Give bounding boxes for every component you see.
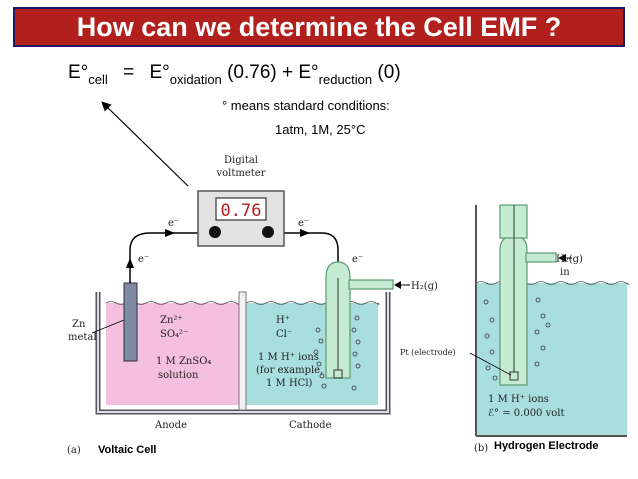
electron-label-top-right: e⁻ [298, 218, 309, 229]
h-volt-label: ℰ° = 0.000 volt [488, 408, 564, 419]
h2-gas-label: H₂(g) [411, 281, 438, 292]
cathode-solution-line3: 1 M HCl) [266, 378, 313, 389]
voltmeter-terminal-left [209, 226, 221, 238]
cathode-solution-line2: (for example, [256, 365, 323, 376]
left-wire [129, 232, 205, 283]
voltmeter-display [215, 197, 267, 221]
h-electrode-bubbles [483, 297, 551, 381]
voltmeter-reading: 0.76 [221, 201, 262, 221]
zinc-electrode [123, 282, 138, 362]
e-ox-symbol: E° [149, 62, 170, 83]
electron-flow-arrow-left [126, 258, 134, 268]
h2-in-arrow [394, 281, 401, 289]
cathode-ion-h: H⁺ [276, 315, 290, 326]
h2-in-label-line2: in [560, 267, 570, 278]
electron-label-left: e⁻ [138, 254, 149, 265]
hydrogen-electrode-caption: Hydrogen Electrode [494, 440, 599, 452]
voltmeter-label-line1: Digital [224, 155, 258, 166]
emf-equation: E°cell = E°oxidation (0.76) + E°reductio… [68, 62, 401, 87]
electron-label-right: e⁻ [352, 254, 363, 265]
pointer-arrow [101, 101, 189, 187]
zn-metal-label-line2: metal [68, 332, 97, 343]
electron-flow-arrow-top-left [165, 229, 175, 237]
panel-b-letter: (b) [474, 443, 488, 454]
anode-solution-line1: 1 M ZnSO₄ [156, 356, 211, 367]
e-red-symbol: E° [298, 62, 319, 83]
oxidation-value: (0.76) + [227, 62, 294, 83]
standard-conditions-note: ° means standard conditions: [222, 98, 390, 113]
voltmeter-label-line2: voltmeter [215, 168, 265, 179]
reduction-value: (0) [377, 62, 401, 83]
oxidation-subscript: oxidation [169, 72, 222, 87]
cathode-label: Cathode [289, 420, 331, 431]
right-wire [268, 232, 339, 275]
panel-a-letter: (a) [67, 445, 81, 456]
reduction-subscript: reduction [318, 72, 373, 87]
cathode-bubbles [313, 315, 361, 391]
cathode-ion-cl: Cl⁻ [276, 329, 292, 340]
pt-plate [333, 369, 343, 379]
equals-sign: = [123, 62, 135, 83]
pt-leader-line [469, 352, 512, 376]
electron-label-top-left: e⁻ [168, 218, 179, 229]
pt-electrode-label: Pt (electrode) [400, 348, 456, 357]
cell-subscript: cell [88, 72, 108, 87]
cathode-solution-line1: 1 M H⁺ ions [258, 352, 319, 363]
cathode-surface [245, 301, 380, 305]
h2-in-label-line1: H₂(g) [556, 254, 583, 265]
e-cell-symbol: E° [68, 62, 89, 83]
anode-solution-line2: solution [158, 370, 199, 381]
standard-conditions-values: 1atm, 1M, 25°C [275, 122, 366, 137]
slide-title: How can we determine the Cell EMF ? [76, 12, 562, 42]
title-bar: How can we determine the Cell EMF ? [13, 7, 625, 47]
h-pt-plate [509, 371, 519, 381]
voltaic-cell-caption: Voltaic Cell [98, 444, 157, 456]
zn-metal-label-line1: Zn [72, 319, 86, 330]
salt-bridge-divider [238, 291, 247, 411]
h-electrode-inlet [525, 252, 557, 263]
voltmeter-terminal-right [262, 226, 274, 238]
anode-ion-zn: Zn²⁺ [160, 315, 183, 326]
zn-leader-line [91, 319, 125, 334]
anode-ion-so4: SO₄²⁻ [160, 329, 188, 340]
h2-in-arrow-b [558, 254, 566, 262]
anode-label: Anode [154, 420, 187, 431]
h-ions-label: 1 M H⁺ ions [488, 394, 549, 405]
electron-flow-arrow-top-right [300, 229, 310, 237]
cathode-gas-inlet [348, 279, 394, 290]
